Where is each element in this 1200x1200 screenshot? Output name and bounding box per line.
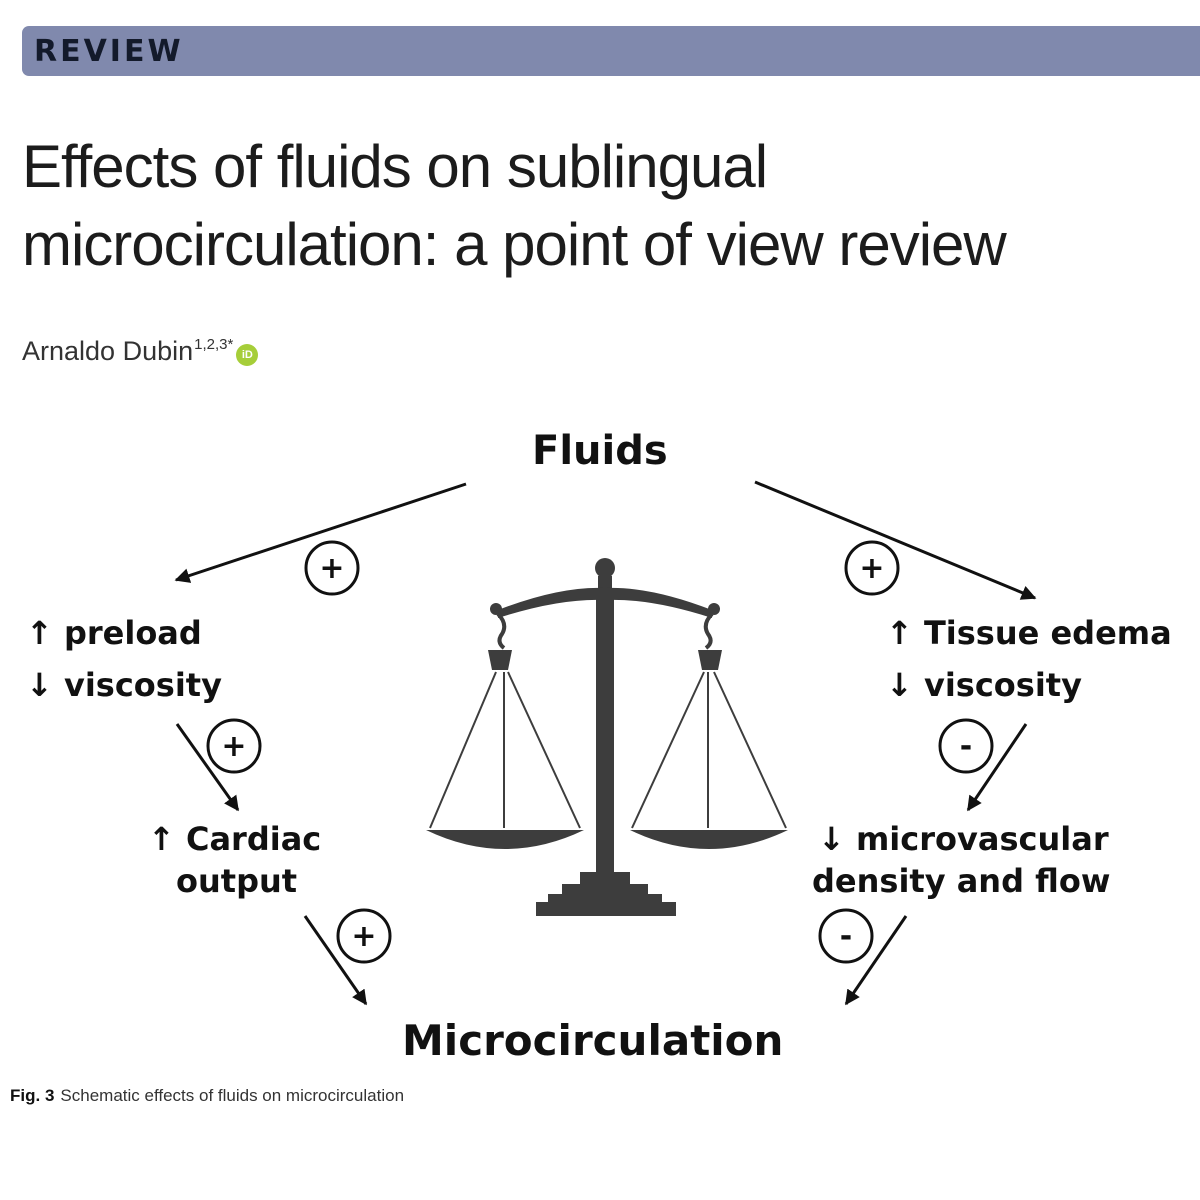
label-microvascular-line2: density and flow bbox=[812, 862, 1111, 900]
svg-text:+: + bbox=[221, 729, 246, 764]
sign-top-right: + bbox=[844, 540, 900, 596]
svg-text:-: - bbox=[960, 729, 972, 764]
figure-3: + + + + - - bbox=[0, 400, 1200, 1080]
arrow-edema-to-microvascular bbox=[966, 723, 1028, 812]
caption-label: Fig. 3 bbox=[10, 1086, 55, 1105]
label-cardiac-output-line1: ↑ Cardiac bbox=[148, 820, 322, 858]
sign-right-lower: - bbox=[818, 908, 874, 964]
orcid-icon[interactable]: iD bbox=[236, 344, 259, 366]
svg-text:+: + bbox=[351, 919, 376, 954]
sign-left-upper: + bbox=[206, 718, 262, 774]
section-banner: REVIEW bbox=[22, 26, 1200, 76]
label-viscosity-left: ↓ viscosity bbox=[26, 666, 222, 704]
arrow-cardiac-output-to-microcirculation bbox=[303, 915, 368, 1006]
svg-text:+: + bbox=[859, 551, 884, 586]
label-preload: ↑ preload bbox=[26, 614, 202, 652]
arrow-microvascular-to-microcirculation bbox=[844, 915, 908, 1006]
label-microcirculation: Microcirculation bbox=[402, 1016, 784, 1065]
author-name: Arnaldo Dubin bbox=[22, 336, 194, 366]
svg-text:-: - bbox=[840, 919, 852, 954]
label-fluids: Fluids bbox=[532, 428, 668, 474]
arrow-fluids-to-edema bbox=[754, 480, 1037, 600]
arrow-fluids-to-preload bbox=[174, 482, 467, 583]
arrow-preload-to-cardiac-output bbox=[175, 723, 240, 812]
caption-text: Schematic effects of fluids on microcirc… bbox=[60, 1086, 405, 1105]
figure-caption: Fig. 3 Schematic effects of fluids on mic… bbox=[10, 1086, 404, 1106]
author-affiliations: 1,2,3* bbox=[194, 336, 234, 353]
sign-right-upper: - bbox=[938, 718, 994, 774]
author-line: Arnaldo Dubin1,2,3*iD bbox=[22, 336, 259, 367]
label-viscosity-right: ↓ viscosity bbox=[886, 666, 1082, 704]
sign-top-left: + bbox=[304, 540, 360, 596]
svg-text:+: + bbox=[319, 551, 344, 586]
sign-left-lower: + bbox=[336, 908, 392, 964]
label-tissue-edema: ↑ Tissue edema bbox=[886, 614, 1172, 652]
section-label: REVIEW bbox=[34, 34, 184, 69]
label-cardiac-output-line2: output bbox=[176, 862, 298, 900]
article-title: Effects of fluids on sublingual microcir… bbox=[22, 133, 1007, 278]
figure-diagram: + + + + - - bbox=[174, 480, 1037, 1006]
balance-scale-icon bbox=[426, 558, 788, 916]
label-microvascular-line1: ↓ microvascular bbox=[818, 820, 1109, 858]
